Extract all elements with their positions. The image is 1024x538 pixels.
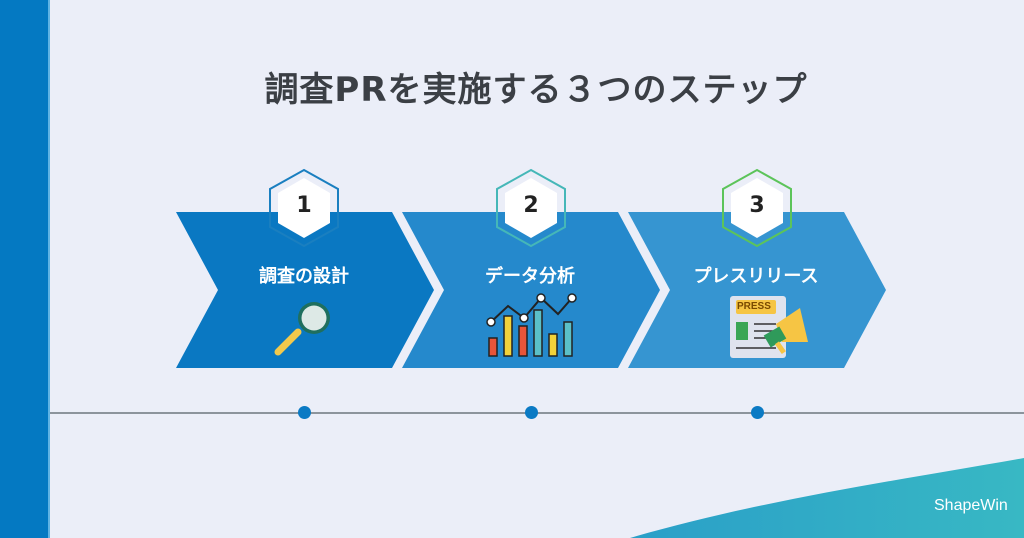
- left-accent-bar: [0, 0, 48, 538]
- magnifier-icon: [274, 302, 330, 356]
- step-2-chevron: [402, 212, 664, 368]
- page-title: 調査PRを実施する３つのステップ: [264, 70, 808, 110]
- step-1-chevron: [176, 212, 438, 368]
- timeline-dot-2: [525, 406, 538, 419]
- step-2-label: データ分析: [485, 266, 575, 287]
- bar-chart-icon: [486, 293, 577, 357]
- timeline-dot-3: [751, 406, 764, 419]
- press-release-icon: PRESS: [726, 294, 816, 360]
- step-1-label: 調査の設計: [259, 266, 349, 287]
- timeline-dot-1: [298, 406, 311, 419]
- brand-logo: ShapeWin: [934, 497, 1008, 514]
- step-2-number-badge: 2: [495, 168, 567, 248]
- step-3-number-badge: 3: [721, 168, 793, 248]
- left-accent-edge: [48, 0, 50, 538]
- step-1-number-badge: 1: [268, 168, 340, 248]
- step-3-label: プレスリリース: [693, 266, 819, 287]
- press-badge-text: PRESS: [737, 301, 771, 312]
- step-3-chevron: [628, 212, 890, 368]
